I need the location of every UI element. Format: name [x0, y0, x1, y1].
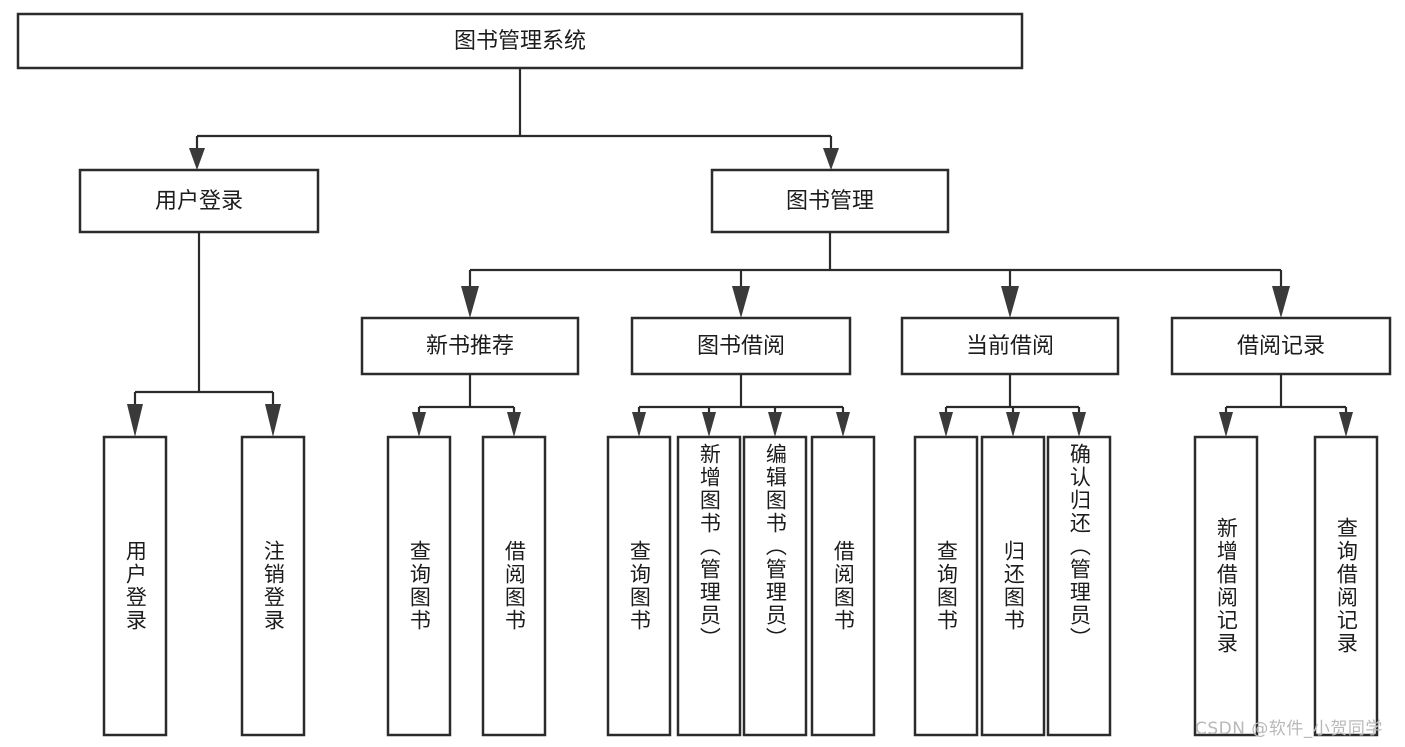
leaf-box-add-book-admin[interactable] — [676, 435, 742, 737]
node-user-login-label: 用户登录 — [155, 189, 243, 214]
node-current-borrow-box[interactable] — [900, 316, 1120, 376]
node-book-management-label: 图书管理 — [786, 189, 874, 214]
node-current-borrow-label: 当前借阅 — [966, 334, 1054, 359]
csdn-watermark: CSDN @软件_小贺同学 — [1195, 719, 1383, 739]
arrow-head-leaf-logout — [265, 404, 281, 437]
node-borrow-record-box[interactable] — [1170, 316, 1392, 376]
arrow-head-current-confirm — [1072, 412, 1086, 437]
arrow-head-borrow-add — [702, 412, 716, 437]
leaf-box-edit-book-admin[interactable] — [742, 435, 808, 737]
arrow-head-borrow-query — [632, 412, 646, 437]
arrow-head-borrow — [732, 286, 750, 318]
arrow-head-newbook-borrow — [507, 412, 521, 437]
node-book-borrow-box[interactable] — [630, 316, 852, 376]
arrow-head-newbook-query — [412, 412, 426, 437]
arrow-head-leaf-user-login — [127, 404, 143, 437]
arrow-head-borrow-edit — [768, 412, 782, 437]
leaf-box-lend-book[interactable] — [810, 435, 876, 737]
leaf-box-query-borrow-record[interactable] — [1313, 435, 1379, 737]
leaf-box-user-login[interactable] — [102, 435, 168, 737]
arrow-head-newbook — [461, 286, 479, 318]
leaf-box-query-book-current[interactable] — [913, 435, 979, 737]
leaf-box-query-book-recommend[interactable] — [386, 435, 452, 737]
leaf-box-borrow-book-recommend[interactable] — [481, 435, 547, 737]
node-new-book-recommend-label: 新书推荐 — [426, 334, 514, 359]
arrow-head-record-add — [1219, 412, 1233, 437]
leaf-box-return-book[interactable] — [980, 435, 1046, 737]
leaf-box-add-borrow-record[interactable] — [1193, 435, 1259, 737]
leaf-box-logout[interactable] — [240, 435, 306, 737]
leaf-box-query-book-borrow[interactable] — [606, 435, 672, 737]
arrow-head-current — [1001, 286, 1019, 318]
arrow-head-record — [1272, 286, 1290, 318]
node-new-book-recommend-box[interactable] — [360, 316, 580, 376]
arrow-head-user-login — [189, 148, 205, 170]
arrow-head-current-return — [1006, 412, 1020, 437]
arrow-head-record-query — [1339, 412, 1353, 437]
leaf-box-confirm-return-admin[interactable] — [1046, 435, 1112, 737]
node-root-box[interactable] — [16, 12, 1024, 70]
connector-layer — [127, 68, 1353, 437]
arrow-head-book-mgmt — [823, 148, 839, 170]
node-user-login-box[interactable] — [78, 168, 320, 234]
node-root-label: 图书管理系统 — [454, 29, 586, 54]
arrow-head-current-query — [939, 412, 953, 437]
arrow-head-borrow-lend — [836, 412, 850, 437]
node-layer: 图书管理系统 用户登录 图书管理 新书推荐 图书借阅 当前借阅 借阅记录 — [16, 12, 1392, 737]
node-borrow-record-label: 借阅记录 — [1237, 334, 1325, 359]
node-book-management-box[interactable] — [710, 168, 950, 234]
node-book-borrow-label: 图书借阅 — [697, 334, 785, 359]
